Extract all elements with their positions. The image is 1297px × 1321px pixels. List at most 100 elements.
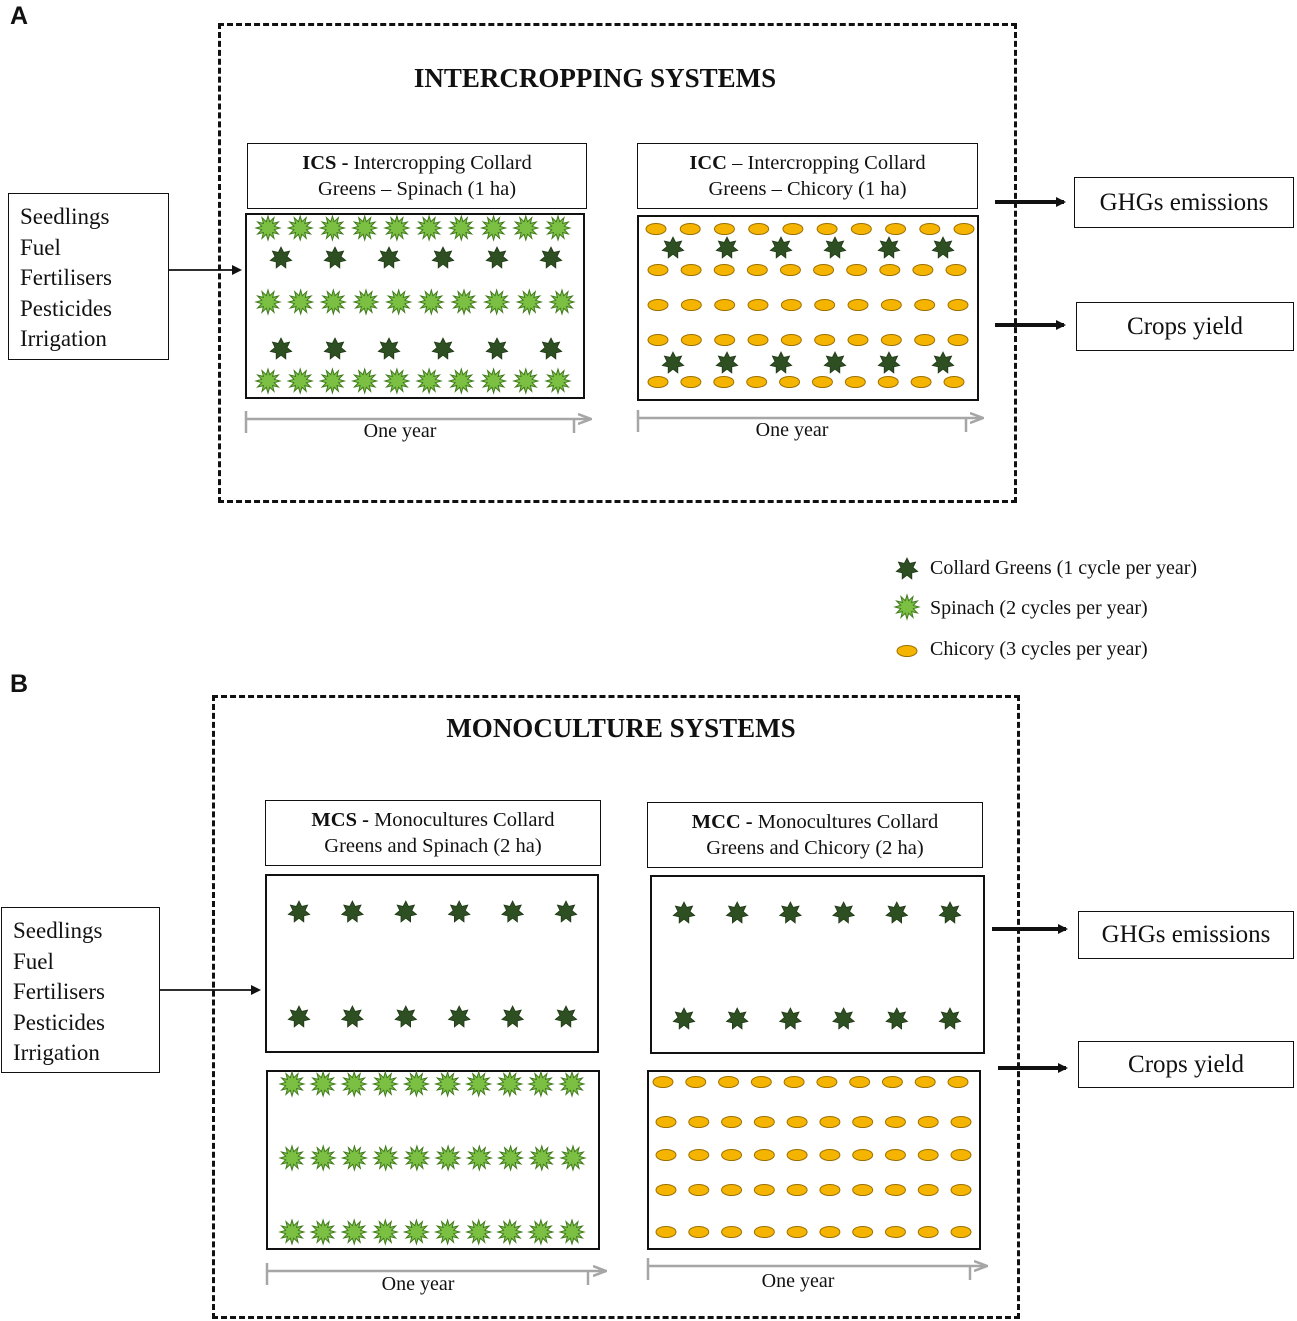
chicory-icon xyxy=(910,376,932,388)
spinach-icon xyxy=(318,214,347,242)
input-fertilisers: Fertilisers xyxy=(13,979,105,1004)
spinach-icon xyxy=(450,288,478,316)
chicory-icon xyxy=(655,1184,677,1196)
chicory-icon xyxy=(885,223,907,235)
collard-greens-icon xyxy=(269,246,293,269)
chicory-icon xyxy=(746,376,768,388)
monoculture-title: MONOCULTURE SYSTEMS xyxy=(446,713,796,743)
chicory-icon xyxy=(786,1149,808,1161)
chicory-icon xyxy=(713,264,735,276)
collard-greens-icon xyxy=(377,337,401,360)
chicory-icon xyxy=(852,1149,874,1161)
spinach-icon xyxy=(254,367,282,395)
spinach-icon xyxy=(465,1144,494,1172)
input-irrigation: Irrigation xyxy=(20,326,107,351)
mcs-code: MCS - xyxy=(311,809,369,831)
spinach-icon xyxy=(402,1218,431,1246)
panel-b-letter: B xyxy=(10,670,29,698)
input-seedlings: Seedlings xyxy=(20,204,110,229)
chicory-icon xyxy=(877,376,899,388)
ics-code: ICS - xyxy=(302,152,349,174)
icc-name-line2: Greens – Chicory (1 ha) xyxy=(708,178,907,200)
spinach-icon xyxy=(479,367,508,395)
chicory-icon xyxy=(786,1226,808,1238)
chicory-icon xyxy=(847,334,869,346)
mcs-label: MCS - Monocultures Collard Greens and Sp… xyxy=(265,800,601,866)
chicory-icon xyxy=(779,376,801,388)
chicory-icon xyxy=(814,334,836,346)
chicory-icon xyxy=(750,1076,772,1088)
chicory-icon xyxy=(780,299,802,311)
chicory-icon xyxy=(652,1076,674,1088)
spinach-icon xyxy=(309,1070,337,1098)
spinach-icon xyxy=(559,1144,587,1172)
intercropping-title: INTERCROPPING SYSTEMS xyxy=(413,63,777,93)
collard-greens-icon xyxy=(715,351,739,374)
spinach-icon xyxy=(309,1144,337,1172)
icc-timeline xyxy=(636,410,982,432)
mcc-label: MCC - Monocultures Collard Greens and Ch… xyxy=(647,802,983,868)
chicory-icon xyxy=(912,264,934,276)
spinach-icon xyxy=(371,1218,400,1246)
spinach-icon xyxy=(371,1144,400,1172)
input-irrigation: Irrigation xyxy=(13,1040,100,1065)
chicory-icon xyxy=(884,1149,906,1161)
spinach-icon xyxy=(384,288,413,316)
collard-greens-icon xyxy=(554,900,578,923)
inputs-box-b: Seedlings Fuel Fertilisers Pesticides Ir… xyxy=(1,907,160,1073)
chicory-icon xyxy=(881,1076,903,1088)
chicory-icon xyxy=(783,1076,805,1088)
chicory-icon xyxy=(647,299,669,311)
ics-name-line1: Intercropping Collard xyxy=(353,152,532,174)
chicory-icon xyxy=(813,264,835,276)
spinach-icon xyxy=(527,1070,555,1098)
spinach-icon xyxy=(496,1144,525,1172)
chicory-icon xyxy=(917,1149,939,1161)
collard-greens-icon xyxy=(832,901,856,924)
chicory-icon xyxy=(718,1076,740,1088)
crops-yield-box-b: Crops yield xyxy=(1078,1041,1294,1088)
collard-greens-icon xyxy=(725,901,749,924)
mcs-name-line2: Greens and Spinach (2 ha) xyxy=(324,835,542,857)
legend-spinach: Spinach (2 cycles per year) xyxy=(930,597,1148,619)
chicory-icon xyxy=(655,1116,677,1128)
spinach-icon xyxy=(318,367,347,395)
chicory-icon xyxy=(713,376,735,388)
chicory-icon xyxy=(753,1184,775,1196)
crops-yield-box-a: Crops yield xyxy=(1076,302,1294,351)
collard-greens-icon xyxy=(269,337,293,360)
collard-greens-icon xyxy=(501,900,525,923)
chicory-icon xyxy=(852,1184,874,1196)
chicory-icon xyxy=(747,334,769,346)
chicory-icon xyxy=(880,334,902,346)
collard-greens-icon xyxy=(287,900,311,923)
legend-chicory: Chicory (3 cycles per year) xyxy=(930,638,1148,660)
ghg-emissions-box-a: GHGs emissions xyxy=(1074,177,1294,228)
spinach-icon xyxy=(286,214,314,242)
input-fuel: Fuel xyxy=(20,234,61,260)
chicory-icon xyxy=(688,1149,710,1161)
collard-greens-icon xyxy=(885,1007,909,1030)
chicory-icon xyxy=(680,376,702,388)
collard-greens-icon xyxy=(287,1005,311,1028)
chicory-icon xyxy=(811,376,833,388)
mcc-collard-field xyxy=(650,875,985,1054)
icc-year-label: One year xyxy=(755,419,829,441)
chicory-icon xyxy=(914,334,936,346)
spinach-icon xyxy=(286,288,315,316)
collard-greens-icon xyxy=(823,236,847,259)
chicory-icon xyxy=(721,1116,743,1128)
chicory-icon xyxy=(943,376,965,388)
chicory-icon xyxy=(721,1184,743,1196)
spinach-icon xyxy=(528,1144,556,1172)
collard-greens-icon xyxy=(394,1005,418,1028)
input-fertilisers: Fertilisers xyxy=(20,265,112,290)
mcc-code: MCC - xyxy=(691,811,753,833)
collard-greens-icon xyxy=(672,1007,696,1030)
chicory-icon xyxy=(786,1184,808,1196)
input-pesticides: Pesticides xyxy=(13,1009,105,1035)
input-fuel: Fuel xyxy=(13,948,54,974)
chicory-icon xyxy=(713,223,735,235)
spinach-icon xyxy=(340,1144,369,1172)
spinach-icon xyxy=(415,214,443,242)
